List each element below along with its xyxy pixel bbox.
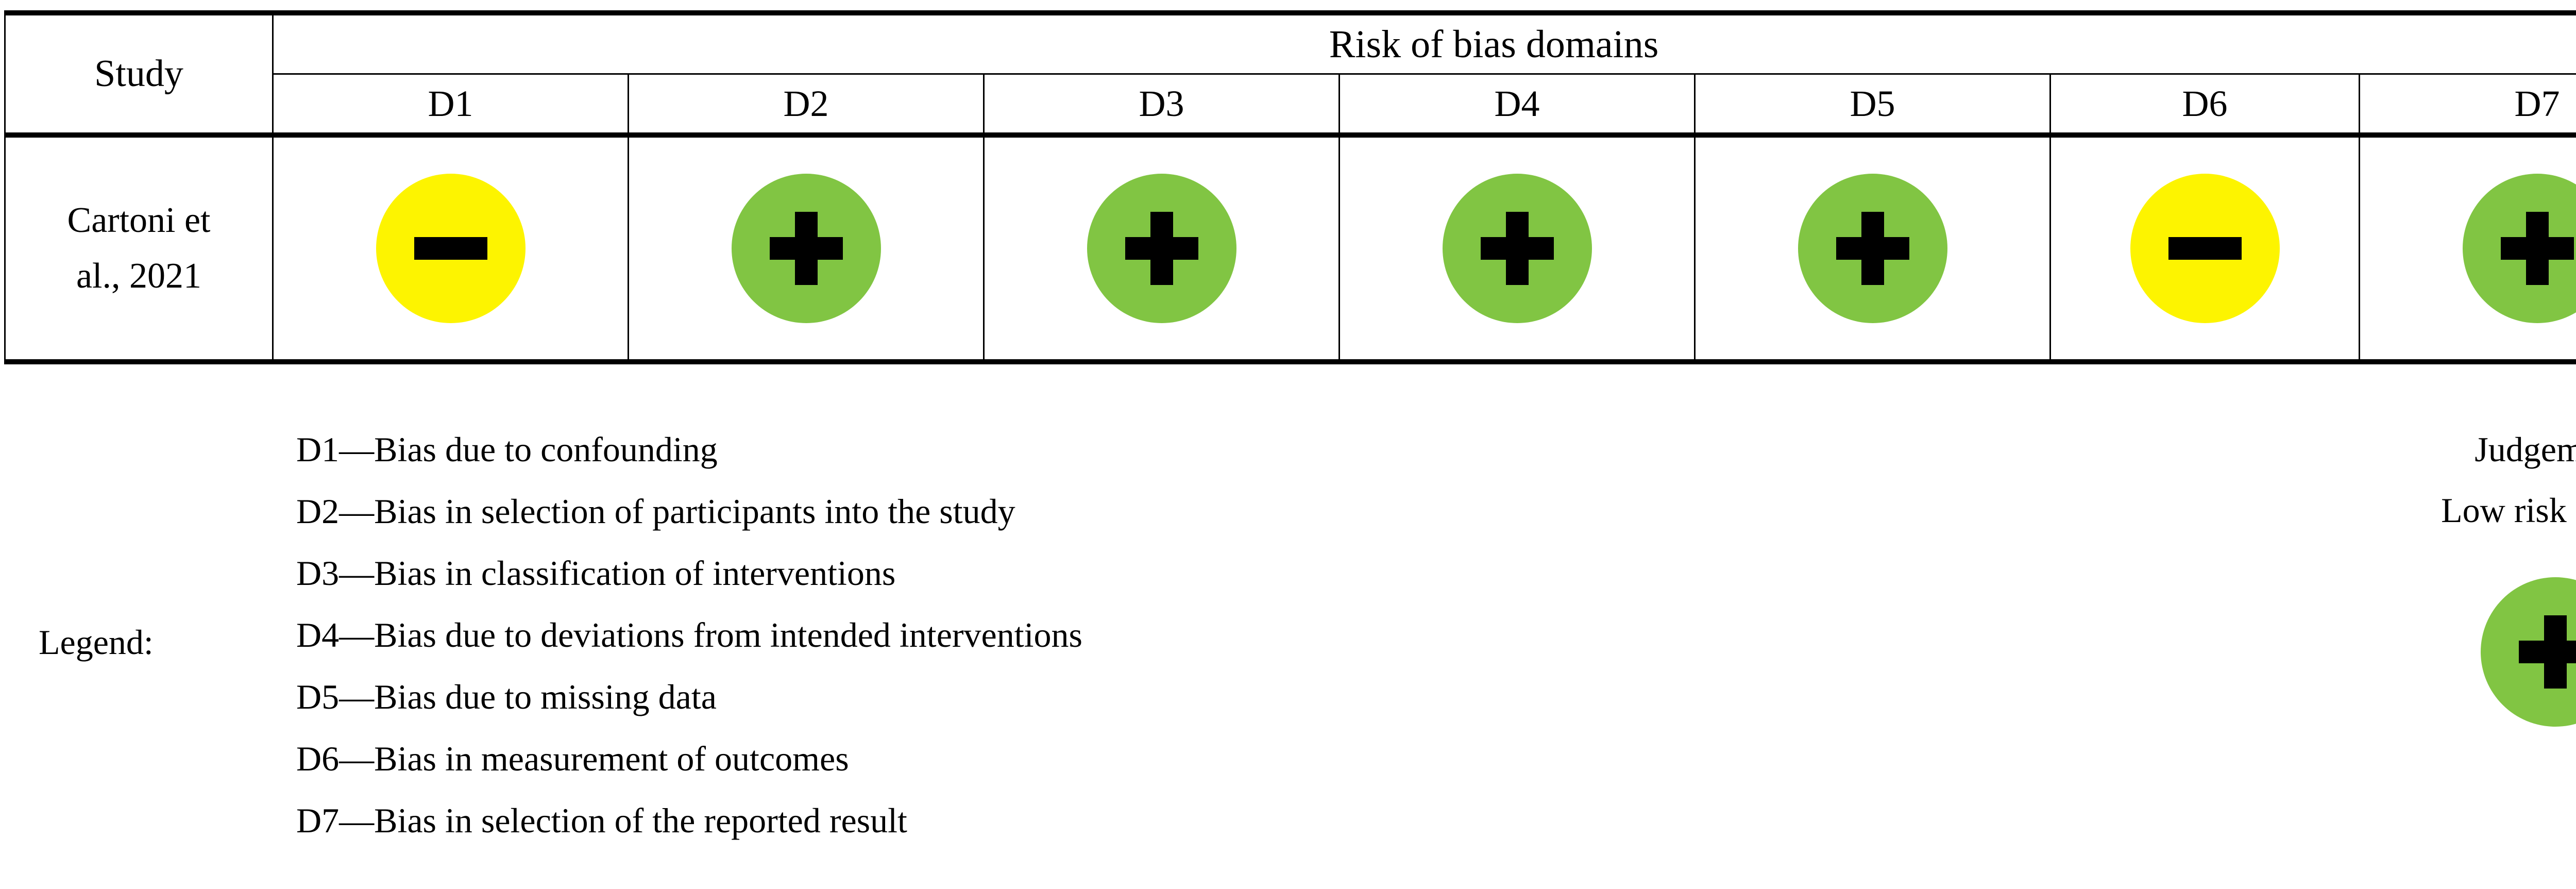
legend-key-low-subtitle: Low risk of bias — [2441, 491, 2576, 530]
header-row-domain-codes: D1 D2 D3 D4 D5 D6 D7 — [5, 73, 2576, 138]
judgement-cell-d2[interactable] — [628, 134, 985, 364]
moderate-risk-icon — [376, 174, 526, 323]
judgement-cell-d6[interactable] — [2049, 134, 2360, 364]
legend-key-low-title: Judgement: — [2475, 430, 2576, 469]
judgement-cell-d7[interactable] — [2358, 134, 2576, 364]
legend-item-d3: D3—Bias in classification of interventio… — [296, 553, 896, 593]
column-header-study: Study — [4, 10, 274, 138]
low-risk-icon — [2462, 174, 2576, 323]
column-header-d1: D1 — [272, 73, 629, 138]
legend-key-low-icon-wrap — [2375, 577, 2576, 732]
moderate-risk-icon — [2130, 174, 2280, 323]
judgement-cell-d4[interactable] — [1338, 134, 1696, 364]
column-header-d7: D7 — [2358, 73, 2576, 138]
header-row-top: Study Risk of bias domains Overall — [4, 10, 2576, 138]
legend-domain-list: D1—Bias due to confounding D2—Bias in se… — [296, 432, 2151, 865]
judgement-cell-d1[interactable] — [272, 134, 629, 364]
legend-item-d7: D7—Bias in selection of the reported res… — [296, 801, 907, 840]
column-header-d3: D3 — [983, 73, 1340, 138]
low-risk-icon — [1087, 174, 1236, 323]
legend-item-d2: D2—Bias in selection of participants int… — [296, 492, 1015, 531]
study-name-cell: Cartoni et al., 2021 — [4, 134, 274, 364]
table-row: Cartoni et al., 2021 — [4, 134, 2576, 364]
legend-label: Legend: — [39, 623, 154, 662]
low-risk-icon — [731, 174, 881, 323]
column-header-d5: D5 — [1694, 73, 2051, 138]
risk-of-bias-table-container: Study Risk of bias domains Overall D1 D2… — [4, 10, 2576, 364]
table-body: Cartoni et al., 2021 — [4, 134, 2576, 364]
column-header-d6: D6 — [2049, 73, 2360, 138]
legend-item-d4: D4—Bias due to deviations from intended … — [296, 615, 1082, 655]
low-risk-icon — [1798, 174, 1947, 323]
legend-item-d6: D6—Bias in measurement of outcomes — [296, 739, 849, 778]
legend-item-d1: D1—Bias due to confounding — [296, 430, 718, 469]
low-risk-icon — [2481, 577, 2576, 727]
legend-key-low-risk: Judgement: Low risk of bias — [2375, 432, 2576, 732]
column-header-d2: D2 — [628, 73, 985, 138]
study-name-line-2: al., 2021 — [76, 256, 202, 296]
judgement-cell-d5[interactable] — [1694, 134, 2051, 364]
study-name-line-1: Cartoni et — [67, 200, 211, 240]
table-header: Study Risk of bias domains Overall D1 D2… — [4, 10, 2576, 138]
judgement-cell-d3[interactable] — [983, 134, 1340, 364]
legend-item-d5: D5—Bias due to missing data — [296, 677, 717, 716]
column-header-risk-of-bias-domains: Risk of bias domains — [272, 10, 2576, 75]
risk-of-bias-table: Study Risk of bias domains Overall D1 D2… — [4, 10, 2576, 364]
column-header-d4: D4 — [1338, 73, 1696, 138]
low-risk-icon — [1442, 174, 1592, 323]
